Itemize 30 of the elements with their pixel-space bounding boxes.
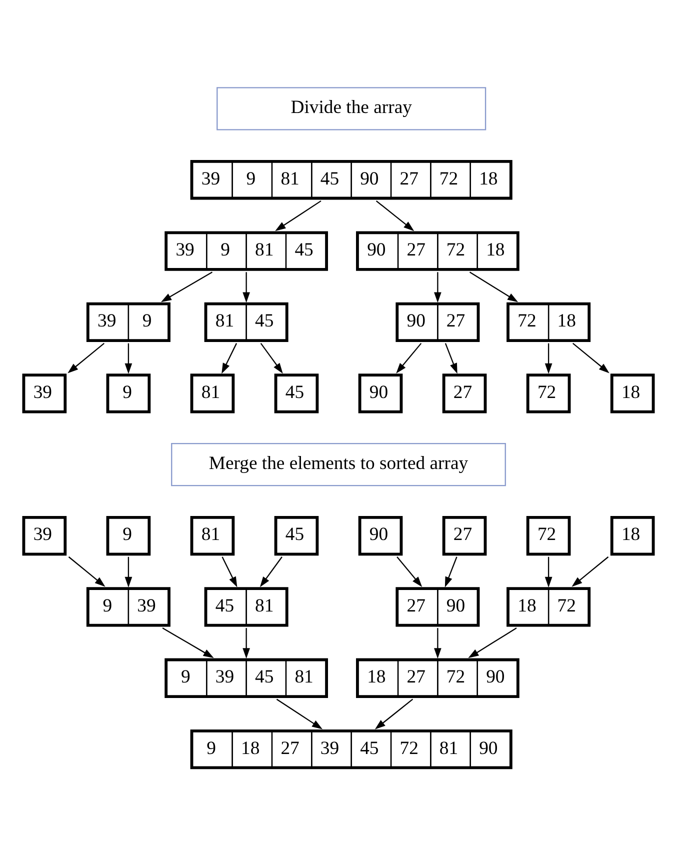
arrow xyxy=(222,556,238,588)
arrow xyxy=(68,342,104,374)
arrow xyxy=(260,342,283,374)
arrow xyxy=(396,556,422,588)
node-box: Divide the array xyxy=(216,87,486,130)
arrow xyxy=(160,272,213,302)
arrow xyxy=(434,628,442,659)
arrow xyxy=(68,556,106,587)
arrow xyxy=(396,342,422,374)
arrow xyxy=(544,343,552,374)
arrow xyxy=(468,628,517,658)
arrow xyxy=(374,698,414,730)
arrow xyxy=(444,556,458,588)
arrow xyxy=(275,200,322,231)
arrow xyxy=(444,343,458,374)
arrow xyxy=(222,343,238,374)
node-box: Merge the elements to sorted array xyxy=(171,443,506,486)
arrow xyxy=(572,342,610,374)
arrow xyxy=(124,343,132,374)
arrow xyxy=(162,628,214,658)
arrow xyxy=(276,698,322,730)
arrow xyxy=(376,200,414,232)
arrow xyxy=(544,556,552,588)
arrow xyxy=(434,272,442,303)
arrow xyxy=(124,556,132,588)
arrow xyxy=(469,272,518,302)
arrow xyxy=(242,272,250,303)
arrow xyxy=(242,628,250,659)
arrow xyxy=(572,556,609,587)
arrow xyxy=(260,556,282,588)
